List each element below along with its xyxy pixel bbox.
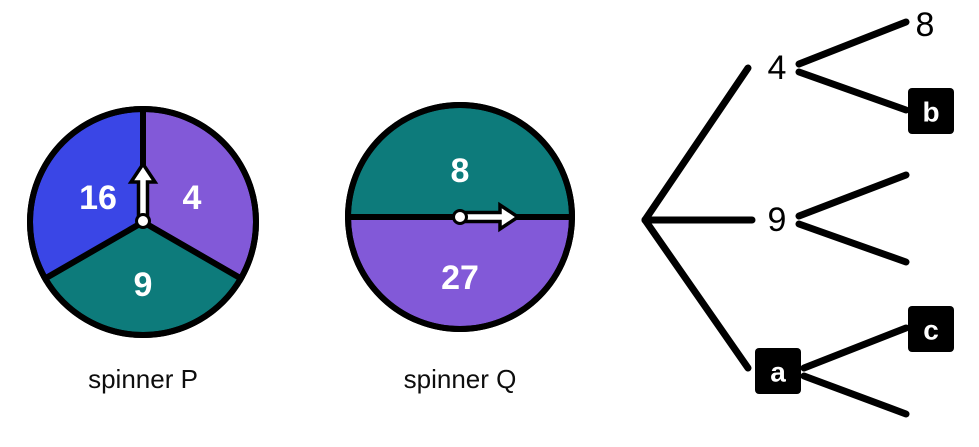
spinner-q: 8 27 spinner Q [344, 102, 576, 394]
spinner-p-pivot [135, 213, 151, 229]
tree-node-level1-9: 9 [768, 201, 787, 239]
spinner-p-label-9: 9 [134, 266, 153, 304]
spinner-p-pointer-arrow-up [127, 160, 159, 221]
tree-edge-root-to-a [641, 216, 752, 372]
spinner-p-divider-lower-right [141, 219, 243, 281]
tree-node-level2-8: 8 [916, 6, 935, 44]
tree-node-level2-c-box [908, 306, 954, 352]
spinner-p-label-4: 4 [183, 179, 202, 217]
spinner-p-divider-lower-left [43, 219, 145, 281]
spinner-p-label-16: 16 [79, 179, 117, 217]
tree-edge-4-to-b [795, 68, 910, 114]
tree-edge-a-to-c [800, 324, 910, 372]
tree-edge-a-to-blank [800, 372, 910, 418]
spinner-p-caption: spinner P [88, 364, 198, 394]
spinner-p: 16 4 9 spinner P [27, 105, 259, 394]
tree-node-level1-a: a [770, 357, 786, 388]
tree-edge-9-to-blank-upper [795, 171, 910, 220]
tree-diagram: 4 9 a 8 b c [641, 6, 954, 418]
spinner-q-pivot [452, 209, 468, 225]
spinner-q-caption: spinner Q [404, 364, 517, 394]
spinner-q-label-27: 27 [441, 259, 479, 297]
tree-node-level2-b-box [908, 88, 954, 134]
tree-node-level2-c: c [923, 315, 939, 346]
spinner-q-label-8: 8 [451, 152, 470, 190]
tree-edge-9-to-blank-lower [795, 220, 910, 266]
tree-node-level1-a-box [755, 348, 801, 394]
tree-edge-root-to-4 [641, 64, 752, 224]
spinner-q-pointer-arrow-right [461, 201, 522, 233]
tree-node-level2-b: b [922, 97, 939, 128]
tree-node-level1-4: 4 [768, 49, 787, 87]
tree-edge-4-to-8 [795, 18, 910, 68]
